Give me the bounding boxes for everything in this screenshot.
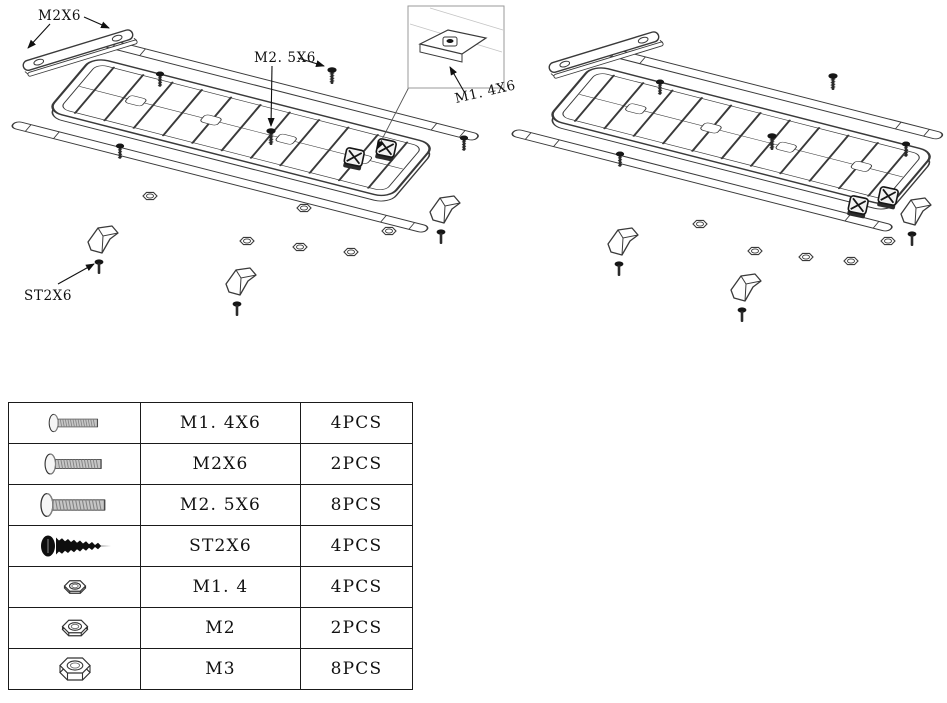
self-tapping-screw-icon — [40, 535, 111, 557]
part-quantity: 4PCS — [300, 525, 413, 567]
part-quantity: 4PCS — [300, 402, 413, 444]
diagram-scene — [11, 5, 944, 322]
part-name: M2 — [140, 607, 301, 649]
part-icon-cell — [8, 443, 141, 485]
table-row: M2. 5X6 8PCS — [8, 484, 413, 526]
parts-table: M1. 4X6 4PCS M2X6 2PCS M2. 5X6 8PCS ST2X… — [8, 402, 413, 690]
part-name: M2. 5X6 — [140, 484, 301, 526]
part-name: M3 — [140, 648, 301, 690]
callout-st2x6: ST2X6 — [24, 288, 72, 304]
table-row: ST2X6 4PCS — [8, 525, 413, 567]
part-quantity: 2PCS — [300, 443, 413, 485]
part-icon-cell — [8, 566, 141, 608]
part-icon-cell — [8, 402, 141, 444]
part-icon-cell — [8, 484, 141, 526]
hex-nut-icon — [63, 580, 86, 594]
part-quantity: 4PCS — [300, 566, 413, 608]
part-icon-cell — [8, 525, 141, 567]
table-row: M2X6 2PCS — [8, 443, 413, 485]
part-quantity: 2PCS — [300, 607, 413, 649]
parts-table-body: M1. 4X6 4PCS M2X6 2PCS M2. 5X6 8PCS ST2X… — [8, 402, 413, 690]
callout-m2x6: M2X6 — [38, 8, 81, 24]
part-quantity: 8PCS — [300, 648, 413, 690]
part-icon-cell — [8, 648, 141, 690]
part-name: ST2X6 — [140, 525, 301, 567]
callout-m2-5x6: M2. 5X6 — [254, 50, 316, 66]
table-row: M1. 4X6 4PCS — [8, 402, 413, 444]
assembly-diagram: M2X6 M2. 5X6 M1. 4X6 ST2X6 — [11, 5, 944, 322]
part-name: M2X6 — [140, 443, 301, 485]
part-icon-cell — [8, 607, 141, 649]
table-row: M2 2PCS — [8, 607, 413, 649]
table-row: M3 8PCS — [8, 648, 413, 690]
machine-screw-icon — [44, 453, 102, 475]
table-row: M1. 4 4PCS — [8, 566, 413, 608]
part-quantity: 8PCS — [300, 484, 413, 526]
machine-screw-icon — [39, 493, 105, 517]
part-name: M1. 4X6 — [140, 402, 301, 444]
part-name: M1. 4 — [140, 566, 301, 608]
hex-nut-icon — [61, 619, 88, 637]
hex-nut-icon — [58, 657, 91, 681]
machine-screw-icon — [48, 413, 98, 433]
